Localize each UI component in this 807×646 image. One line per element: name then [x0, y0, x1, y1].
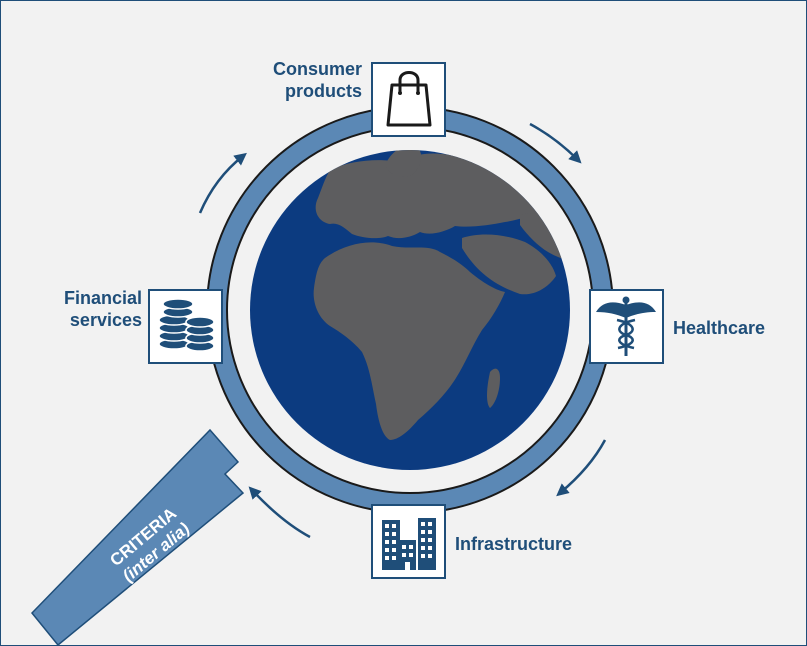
- financial-label-line1: Financial: [63, 288, 142, 308]
- shopping-bag-icon: [371, 62, 446, 137]
- globe-landmass: [313, 150, 570, 440]
- arrow-to-financial: [248, 486, 311, 539]
- infrastructure-label: Infrastructure: [455, 534, 573, 554]
- financial-services-label: Financial services: [30, 287, 142, 331]
- arrow-to-healthcare: [529, 122, 582, 164]
- globe: [250, 150, 570, 470]
- flow-arrows: [198, 122, 607, 539]
- buildings-icon: [371, 504, 446, 579]
- consumer-label-line1: Consumer: [272, 59, 362, 79]
- healthcare-label: Healthcare: [673, 318, 766, 338]
- financial-label-line2: services: [69, 310, 142, 330]
- arrow-to-consumer: [198, 152, 247, 214]
- magnifier-handle: CRITERIA (inter alia): [30, 428, 245, 646]
- consumer-label-line2: products: [284, 81, 362, 101]
- consumer-products-label: Consumer products: [240, 58, 362, 102]
- coins-icon: [148, 289, 223, 364]
- arrow-to-infrastructure: [556, 439, 607, 497]
- caduceus-icon: [589, 289, 664, 364]
